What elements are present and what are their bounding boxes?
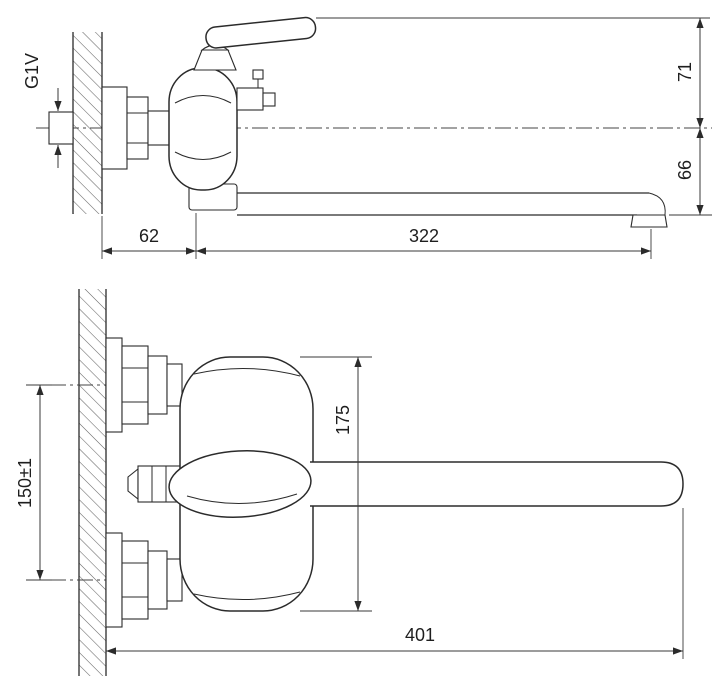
aerator-side: [630, 214, 668, 228]
dim-thread: G1V: [22, 53, 62, 168]
cartridge-neck-side: [193, 49, 237, 71]
dim-label-175: 175: [333, 405, 353, 435]
wall-section-side: [72, 32, 103, 214]
mount-assembly-bottom: [105, 532, 183, 628]
dim-overall-length: 401: [106, 508, 684, 659]
dim-spout-drop: 66: [669, 128, 712, 216]
dim-label-322: 322: [409, 226, 439, 246]
wall-section-front: [78, 289, 107, 676]
dim-label-62: 62: [139, 226, 159, 246]
side-view: G1V: [22, 16, 712, 259]
spout-front: [310, 461, 684, 507]
dim-label-150: 150±1: [15, 458, 35, 508]
dim-mount-spacing: 150±1: [15, 384, 52, 581]
handle-front: [168, 450, 312, 518]
spout-side: [237, 192, 668, 228]
dim-label-thread: G1V: [22, 53, 42, 89]
diverter-knob-side: [236, 69, 276, 111]
faucet-body-side: [168, 44, 238, 191]
mount-assembly-top: [105, 337, 183, 433]
front-view: 175 150±1 401: [15, 289, 684, 676]
dim-label-66: 66: [675, 160, 695, 180]
inlet-pipe: [48, 111, 74, 145]
dim-handle-height: 71: [316, 17, 710, 128]
dim-reach-group: 62 322: [101, 213, 652, 259]
dim-label-71: 71: [675, 62, 695, 82]
dim-label-401: 401: [405, 625, 435, 645]
dim-body-height: 175: [300, 356, 372, 612]
handle-side: [205, 16, 317, 49]
escutcheon-side: [101, 86, 172, 170]
